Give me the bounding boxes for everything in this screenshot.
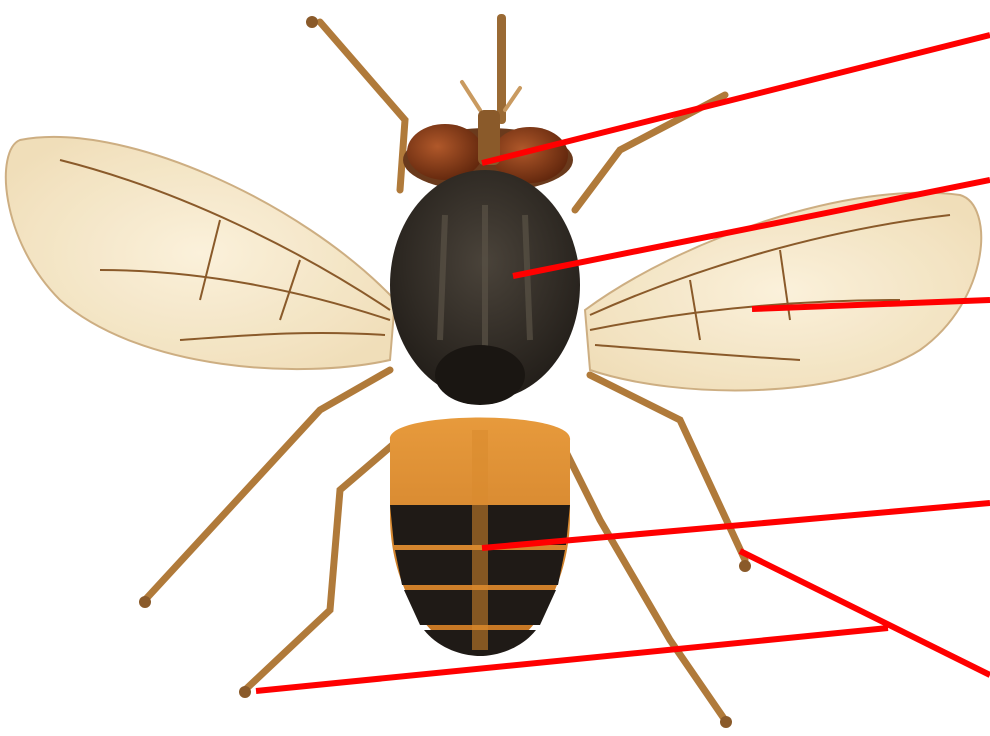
- leader-line-leg-left: [256, 628, 888, 691]
- leg-hind-right: [560, 440, 725, 720]
- leg-front-right: [575, 95, 725, 210]
- tarsus-mid-right: [739, 560, 751, 572]
- leg-mid-left: [145, 370, 390, 600]
- antennae: [462, 82, 520, 110]
- wing-left: [6, 137, 395, 369]
- tarsus-front-left: [306, 16, 318, 28]
- abdomen: [390, 418, 570, 657]
- leader-line-head: [482, 35, 990, 163]
- tarsus-hind-right: [720, 716, 732, 728]
- tarsus-mid-left: [139, 596, 151, 608]
- tarsus-hind-left: [239, 686, 251, 698]
- thorax: [390, 170, 580, 405]
- leader-line-leg-right: [740, 551, 990, 675]
- leg-front-left: [320, 22, 405, 190]
